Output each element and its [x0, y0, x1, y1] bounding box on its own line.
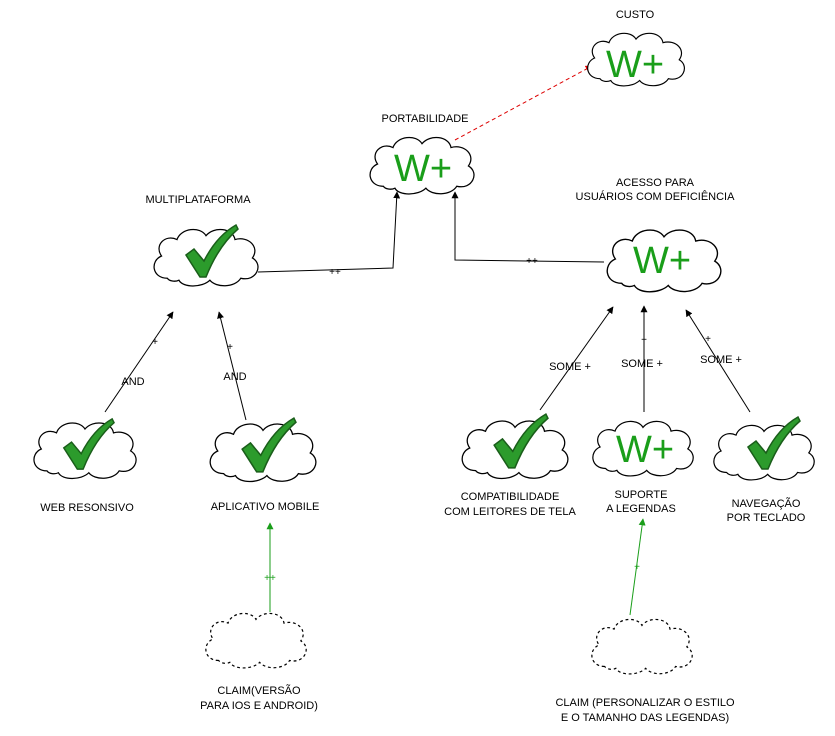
node-aplicativo-mobile[interactable]: APLICATIVO MOBILE	[209, 417, 320, 513]
node-compat-label-2: COM LEITORES DE TELA	[444, 506, 576, 518]
node-claim-legendas[interactable]: CLAIM (PERSONALIZAR O ESTILO E O TAMANHO…	[555, 618, 735, 724]
edge-labels: ++ ++ + AND + AND SOME + + SOME + + SOME…	[121, 256, 742, 584]
edge-claim2-to-suporte[interactable]	[629, 518, 646, 616]
edge-app-to-multi[interactable]	[217, 311, 247, 421]
node-multiplataforma[interactable]: MULTIPLATAFORMA	[145, 194, 259, 287]
edge-multi-to-portabilidade[interactable]	[257, 191, 401, 273]
edge-acesso-to-portabilidade[interactable]	[451, 191, 605, 263]
edge-label-web-plus: +	[152, 337, 158, 348]
edge-label-app-and: AND	[223, 371, 246, 383]
node-app-label: APLICATIVO MOBILE	[211, 501, 320, 513]
node-portabilidade-label: PORTABILIDADE	[381, 113, 468, 125]
node-claim2-label-1: CLAIM (PERSONALIZAR O ESTILO	[555, 697, 735, 709]
node-navegacao[interactable]: NAVEGAÇÃO POR TECLADO	[713, 416, 815, 524]
node-custo[interactable]: CUSTO W+	[586, 9, 686, 87]
edge-portabilidade-to-custo[interactable]	[454, 65, 593, 141]
edge-label-suporte-plus: +	[641, 335, 647, 346]
edge-compat-to-acesso[interactable]	[539, 306, 614, 411]
w-plus-icon: W+	[633, 240, 691, 282]
node-suporte-label-2: A LEGENDAS	[606, 503, 676, 515]
edge-label-suporte-some: SOME +	[621, 358, 663, 370]
node-acesso-label-1: ACESSO PARA	[616, 177, 695, 189]
node-compatibilidade[interactable]: COMPATIBILIDADE COM LEITORES DE TELA	[444, 413, 576, 518]
node-portabilidade[interactable]: PORTABILIDADE W+	[369, 113, 475, 195]
node-navegacao-label-2: POR TECLADO	[727, 512, 806, 524]
node-custo-label: CUSTO	[616, 9, 655, 21]
edge-label-claim1: ++	[264, 573, 276, 584]
edge-label-claim2: +	[634, 562, 640, 573]
edge-label-acesso-port: ++	[526, 256, 538, 267]
node-suporte[interactable]: W+ SUPORTE A LEGENDAS	[592, 420, 694, 515]
edge-navegacao-to-acesso[interactable]	[685, 309, 751, 413]
edge-label-nav-some: SOME +	[700, 354, 742, 366]
w-plus-icon: W+	[606, 44, 664, 86]
edge-label-app-plus: +	[227, 342, 233, 353]
node-claim2-label-2: E O TAMANHO DAS LEGENDAS)	[561, 712, 729, 724]
node-navegacao-label-1: NAVEGAÇÃO	[732, 497, 801, 510]
node-acesso[interactable]: ACESSO PARA USUÁRIOS COM DEFICIÊNCIA W+	[576, 177, 736, 293]
w-plus-icon: W+	[394, 148, 452, 190]
edge-web-to-multi[interactable]	[104, 311, 174, 413]
w-plus-icon: W+	[616, 429, 674, 471]
edge-label-compat-some: SOME +	[549, 361, 591, 373]
node-acesso-label-2: USUÁRIOS COM DEFICIÊNCIA	[576, 190, 736, 203]
node-compat-label-1: COMPATIBILIDADE	[461, 491, 560, 503]
node-web-responsivo[interactable]: WEB RESONSIVO	[33, 418, 137, 514]
node-claim1-label-1: CLAIM(VERSÃO	[217, 684, 301, 697]
node-web-label: WEB RESONSIVO	[40, 502, 134, 514]
node-claim-versao[interactable]: CLAIM(VERSÃO PARA IOS E ANDROID)	[200, 612, 318, 712]
edge-label-nav-plus: +	[705, 334, 711, 345]
node-multiplataforma-label: MULTIPLATAFORMA	[145, 194, 251, 206]
node-claim1-label-2: PARA IOS E ANDROID)	[200, 700, 318, 712]
edges	[104, 65, 751, 616]
node-suporte-label-1: SUPORTE	[615, 489, 668, 501]
edge-label-web-and: AND	[121, 376, 144, 388]
edge-label-multi-port: ++	[329, 267, 341, 278]
